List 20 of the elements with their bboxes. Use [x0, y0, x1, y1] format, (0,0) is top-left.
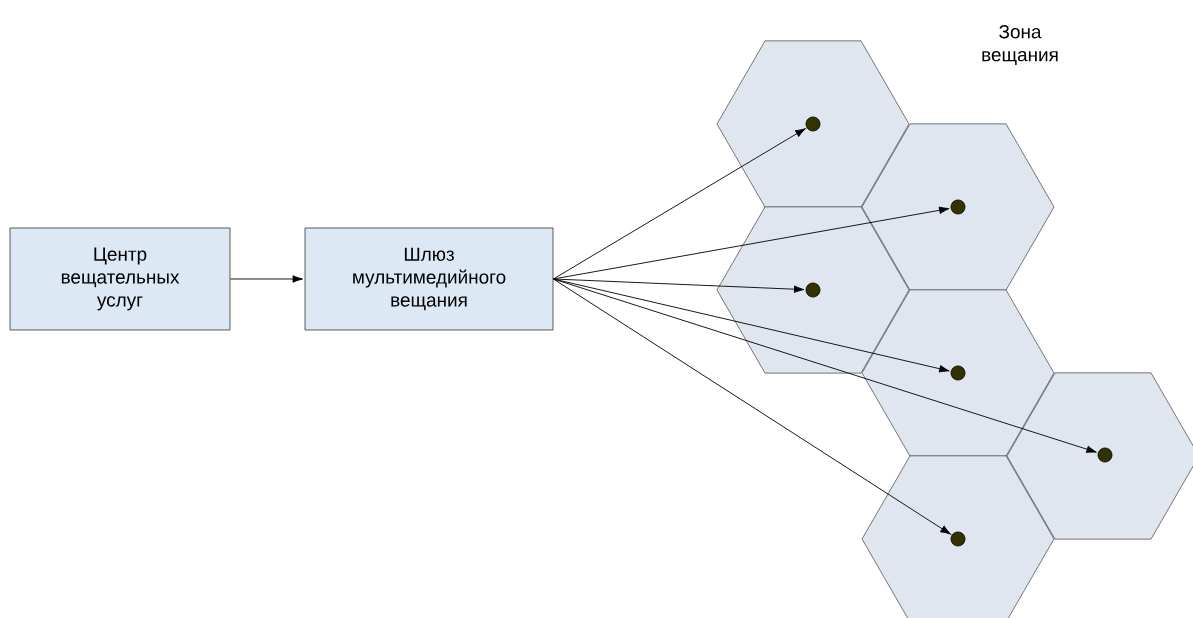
arrow [552, 278, 951, 535]
coverage-hexagon [861, 455, 1055, 618]
terminal-dot [1097, 447, 1113, 463]
arrow [552, 278, 1097, 453]
coverage-hexagon [1006, 372, 1193, 540]
terminal-dot [805, 116, 821, 132]
process-box: Центр вещательных услуг [9, 227, 231, 331]
terminal-dot [950, 365, 966, 381]
arrow [552, 278, 805, 293]
zone-label: Зона вещания [982, 25, 1058, 65]
coverage-hexagon [716, 206, 910, 374]
arrow [229, 275, 303, 283]
terminal-dot [950, 531, 966, 547]
arrow [552, 128, 806, 280]
terminal-dot [950, 199, 966, 215]
process-box: Шлюз мультимедийного вещания [304, 227, 554, 331]
coverage-hexagon [861, 123, 1055, 291]
coverage-hexagon [861, 289, 1055, 457]
terminal-dot [805, 282, 821, 298]
coverage-hexagon [716, 40, 910, 208]
